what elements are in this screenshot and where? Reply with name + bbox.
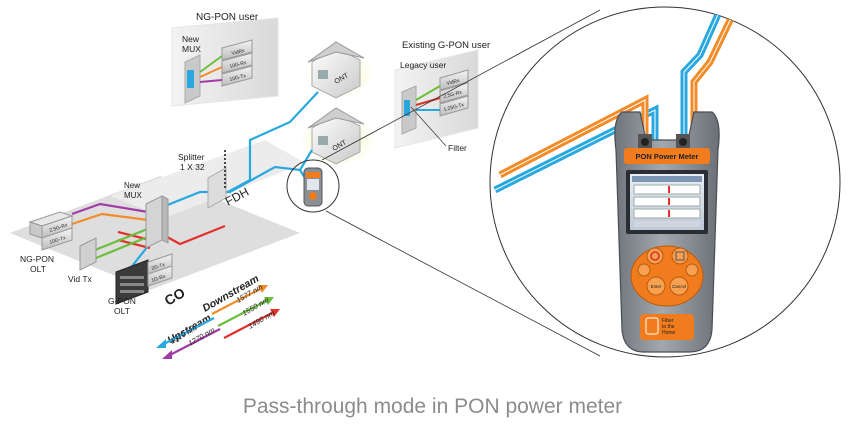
save-button xyxy=(671,247,689,265)
legacy-label-1: 2.5G-Rx xyxy=(443,89,463,99)
enter-button xyxy=(646,276,666,296)
legacy-equipment: VidRx 2.5G-Rx 1.25G-Tx xyxy=(415,69,469,117)
device-keypad: Enter Cancel xyxy=(630,245,704,307)
mode-button xyxy=(637,263,651,277)
filter-label: Filter xyxy=(448,143,467,153)
enter-key-label: Enter xyxy=(651,284,662,289)
top-mux-label-2: 10G-Tx xyxy=(229,73,247,83)
existing-gpon-user-panel: Existing G-PON user Legacy user VidRx 2.… xyxy=(394,40,490,153)
gpon-olt-label-0: 2G-Tx xyxy=(151,262,167,272)
zero-button xyxy=(685,263,699,277)
cancel-button xyxy=(669,276,689,296)
top-mux-label-1: 10G-Rx xyxy=(229,60,248,70)
top-mux-label-0: VidRx xyxy=(231,48,246,57)
gpon-olt-label-1: 1G-Rx xyxy=(151,274,167,284)
device-title: PON Power Meter xyxy=(636,152,699,161)
legacy-label-0: VidRx xyxy=(446,78,461,87)
device-screen xyxy=(626,170,708,234)
cancel-key-label: Cancel xyxy=(672,284,686,289)
small-meter xyxy=(286,159,340,213)
legacy-user-label: Legacy user xyxy=(400,60,446,70)
ng-pon-user-label: NG-PON user xyxy=(196,12,259,23)
legacy-label-2: 1.25G-Tx xyxy=(443,102,465,113)
ngpon-olt-label-0: 2.5G-Rx xyxy=(49,222,69,234)
vid-tx: Vid Tx xyxy=(68,237,97,284)
pon-power-meter-device: PON Power Meter xyxy=(614,111,720,353)
figure-caption: Pass-through mode in PON power meter xyxy=(242,395,623,418)
ng-pon-house: ONT xyxy=(306,41,374,99)
co-label: CO xyxy=(162,284,188,308)
wavelength-legend: Upstream Downstream 1310 nm 1270 nm 1577… xyxy=(156,273,280,359)
ngpon-olt-label-1: 10G-Tx xyxy=(49,235,67,246)
existing-gpon-user-label: Existing G-PON user xyxy=(402,40,490,51)
power-button xyxy=(646,247,664,265)
zoom-circle: PON Power Meter xyxy=(489,6,841,358)
top-mux-equipment: VidRx 10G-Rx 10G-Tx xyxy=(199,39,253,87)
vid-tx-label: Vid Tx xyxy=(68,274,93,284)
gpon-house: ONT xyxy=(300,107,376,166)
